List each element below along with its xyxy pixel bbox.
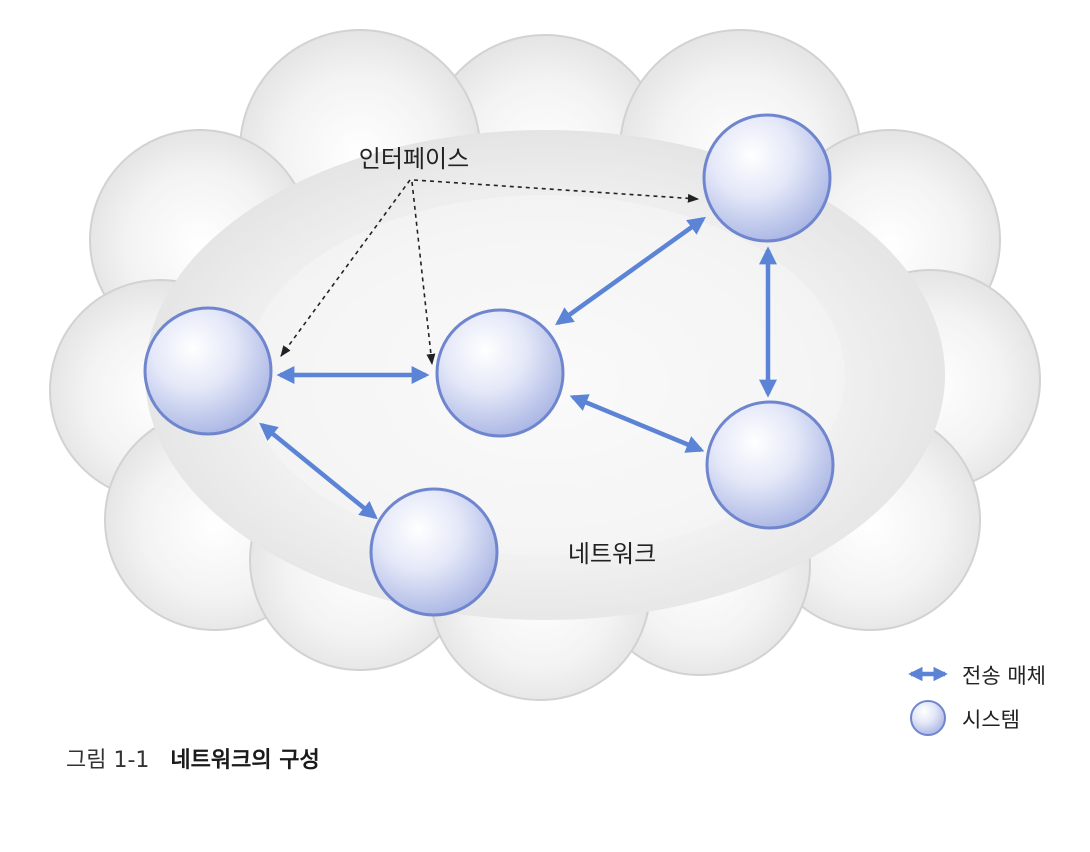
network-label: 네트워크	[568, 540, 656, 568]
interface-pointer-center	[411, 181, 436, 366]
link-left-bottom	[259, 422, 378, 520]
system-node-top-right	[702, 113, 832, 243]
interface-pointers	[280, 179, 700, 366]
figure-number: 그림 1-1	[66, 748, 150, 773]
legend-transmission-label: 전송 매체	[962, 664, 1046, 688]
link-center-topright	[555, 216, 706, 326]
legend-row-system: 시스템	[906, 696, 1076, 740]
transmission-links	[259, 216, 777, 520]
figure-caption: 그림 1-1 네트워크의 구성	[66, 742, 320, 774]
system-node-center	[435, 308, 565, 438]
double-arrow-icon	[908, 666, 948, 682]
system-node-left	[143, 306, 273, 436]
legend-system-label: 시스템	[962, 708, 1020, 732]
legend-row-transmission: 전송 매체	[906, 652, 1076, 696]
figure-title: 네트워크의 구성	[170, 748, 320, 773]
link-center-bottomright	[569, 394, 705, 453]
system-node-bottom-right	[705, 400, 835, 530]
system-node-icon	[910, 700, 946, 736]
legend: 전송 매체 시스템	[906, 652, 1076, 740]
interface-label: 인터페이스	[359, 145, 469, 173]
system-nodes	[143, 113, 835, 617]
system-node-bottom	[369, 487, 499, 617]
